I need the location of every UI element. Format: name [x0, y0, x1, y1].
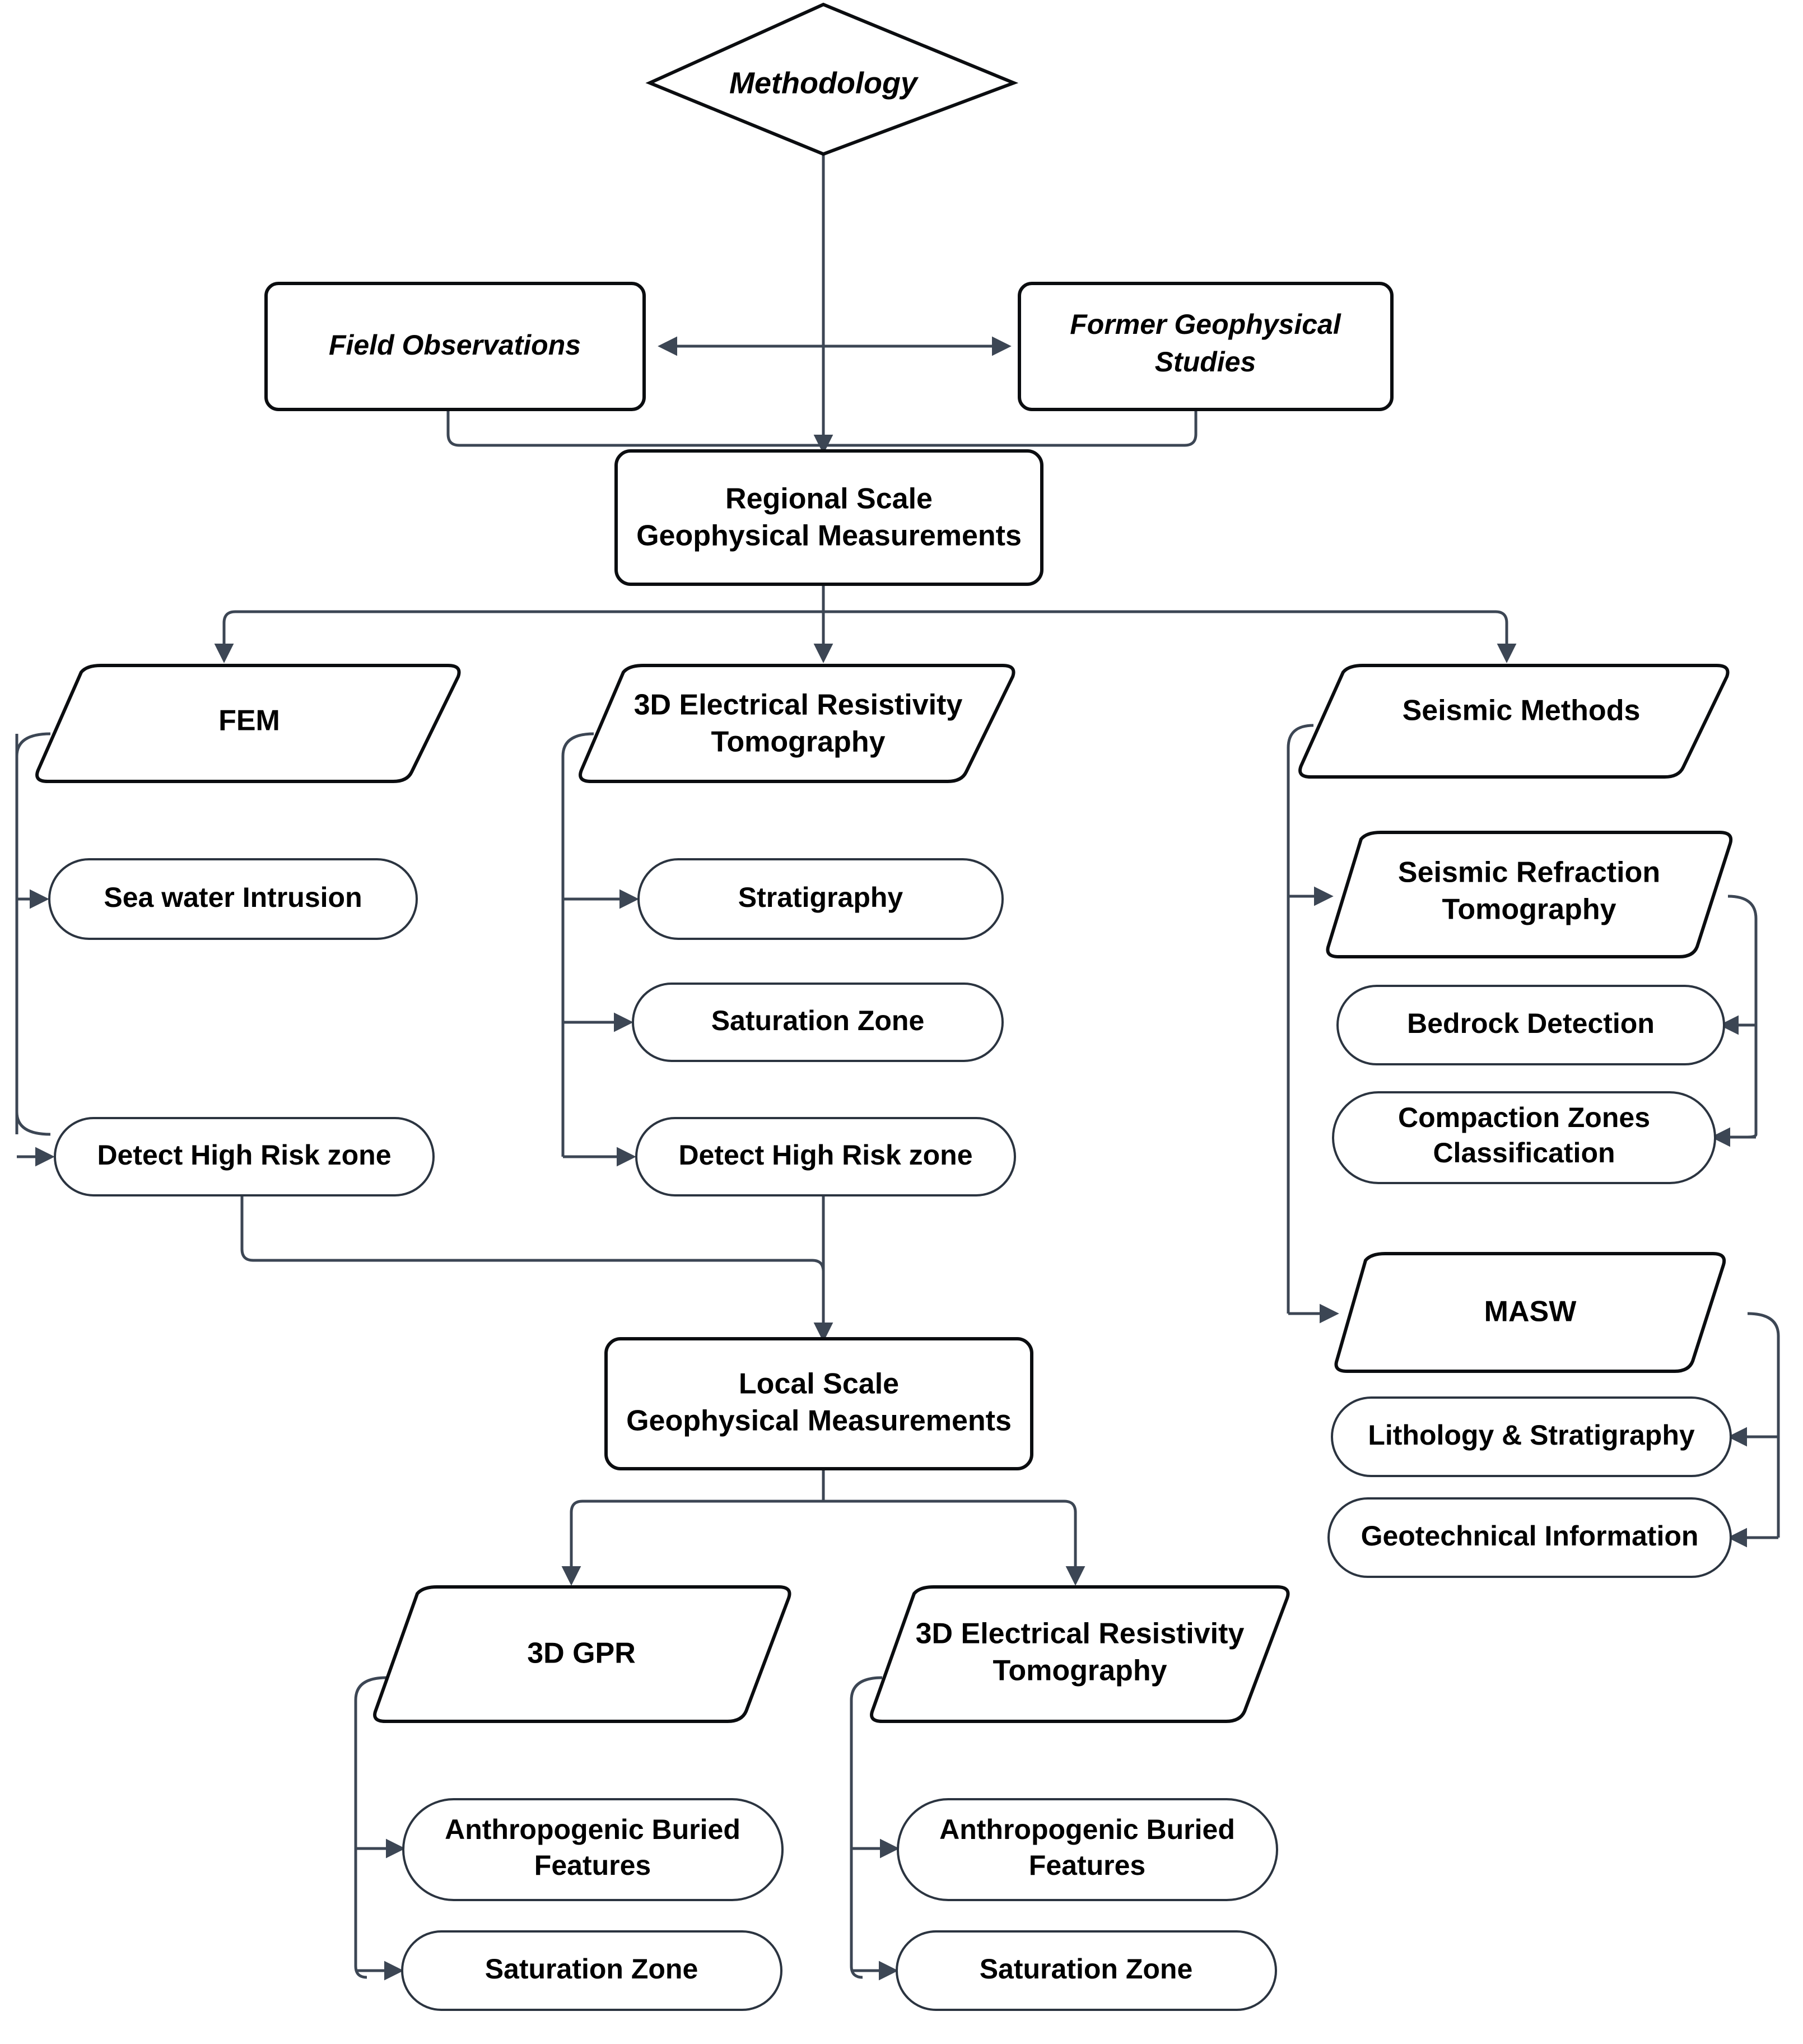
- node-fem[interactable]: FEM: [35, 664, 461, 783]
- regional-scale-box: [614, 449, 1043, 586]
- ert-local-anthropogenic-label-line2: Features: [1029, 1850, 1145, 1881]
- stratigraphy-label: Stratigraphy: [738, 882, 903, 913]
- bedrock-detection-pill: [1336, 985, 1725, 1065]
- methodology-label: Methodology: [729, 66, 919, 100]
- node-seismic-refraction-tomography[interactable]: Seismic Refraction Tomography: [1326, 831, 1733, 958]
- node-bedrock-detection[interactable]: Bedrock Detection: [1336, 985, 1725, 1065]
- node-sea-water-intrusion[interactable]: Sea water Intrusion: [48, 858, 418, 940]
- ert-local-label-line2: Tomography: [993, 1655, 1167, 1687]
- sea-water-intrusion-pill: [48, 858, 418, 940]
- gpr-label: 3D GPR: [527, 1637, 636, 1670]
- ert-detect-high-risk-label: Detect High Risk zone: [678, 1139, 972, 1171]
- regional-scale-label-line1: Regional Scale: [725, 483, 933, 515]
- node-fem-detect-high-risk[interactable]: Detect High Risk zone: [54, 1117, 435, 1196]
- seismic-methods-label: Seismic Methods: [1403, 695, 1641, 727]
- bedrock-detection-label: Bedrock Detection: [1407, 1008, 1655, 1039]
- edge-srt-rail: [1727, 895, 1758, 1139]
- gpr-anthropogenic-pill: [402, 1798, 784, 1901]
- former-geophysical-studies-box: [1018, 282, 1394, 411]
- ert-local-anthropogenic-pill: [897, 1798, 1278, 1901]
- edge-ert-rail: [561, 732, 594, 1157]
- node-stratigraphy[interactable]: Stratigraphy: [637, 858, 1004, 940]
- node-ert-local-saturation-zone[interactable]: Saturation Zone: [896, 1930, 1277, 2011]
- node-3d-gpr[interactable]: 3D GPR: [373, 1585, 791, 1723]
- gpr-anthropogenic-label-line2: Features: [534, 1850, 651, 1881]
- node-lithology-stratigraphy[interactable]: Lithology & Stratigraphy: [1331, 1396, 1732, 1477]
- fem-label: FEM: [218, 705, 280, 737]
- field-observations-label: Field Observations: [329, 329, 581, 361]
- node-geotechnical-information[interactable]: Geotechnical Information: [1327, 1497, 1732, 1578]
- node-field-observations[interactable]: Field Observations: [264, 282, 646, 411]
- edge-regional-splitter-bar: [222, 610, 1508, 623]
- geotechnical-information-pill: [1327, 1497, 1732, 1578]
- edge-gpr-rail: [354, 1676, 387, 1979]
- compaction-zones-label-line2: Classification: [1433, 1137, 1615, 1168]
- ert-regional-parallelogram: [579, 664, 1015, 783]
- masw-label: MASW: [1484, 1296, 1577, 1328]
- former-geophysical-studies-label-line2: Studies: [1155, 346, 1256, 378]
- srt-label-line1: Seismic Refraction: [1398, 856, 1660, 889]
- gpr-anthropogenic-label-line1: Anthropogenic Buried: [445, 1814, 740, 1845]
- stratigraphy-pill: [637, 858, 1004, 940]
- ert-saturation-zone-pill: [632, 983, 1004, 1062]
- edge-seismic-rail: [1287, 724, 1314, 1314]
- edge-fem-highrisk-to-local: [240, 1194, 825, 1333]
- compaction-zones-label-line1: Compaction Zones: [1398, 1102, 1650, 1133]
- ert-local-label-line1: 3D Electrical Resistivity: [916, 1618, 1245, 1650]
- former-geophysical-studies-label-line1: Former Geophysical: [1070, 309, 1341, 340]
- ert-detect-high-risk-pill: [635, 1117, 1016, 1196]
- compaction-zones-pill: [1332, 1091, 1716, 1184]
- edge-masw-rail: [1747, 1312, 1780, 1538]
- local-scale-box: [604, 1337, 1033, 1470]
- fem-detect-high-risk-label: Detect High Risk zone: [97, 1139, 391, 1171]
- node-ert-local-anthropogenic-buried-features[interactable]: Anthropogenic Buried Features: [897, 1798, 1278, 1901]
- methodology-diamond: [645, 2, 1019, 156]
- node-ert-detect-high-risk[interactable]: Detect High Risk zone: [635, 1117, 1016, 1196]
- node-former-geophysical-studies[interactable]: Former Geophysical Studies: [1018, 282, 1394, 411]
- node-masw[interactable]: MASW: [1334, 1252, 1726, 1373]
- regional-scale-label-line2: Geophysical Measurements: [636, 520, 1022, 552]
- node-ert-saturation-zone[interactable]: Saturation Zone: [632, 983, 1004, 1062]
- ert-local-anthropogenic-label-line1: Anthropogenic Buried: [939, 1814, 1235, 1845]
- edge-fem-rail: [15, 732, 51, 1136]
- ert-saturation-zone-label: Saturation Zone: [711, 1005, 925, 1036]
- lithology-stratigraphy-pill: [1331, 1396, 1732, 1477]
- edge-field-observations-to-regional: [446, 409, 823, 447]
- gpr-parallelogram: [373, 1585, 791, 1723]
- edge-ert-local-rail: [850, 1676, 883, 1979]
- ert-local-saturation-zone-label: Saturation Zone: [980, 1953, 1193, 1985]
- ert-regional-label-line2: Tomography: [711, 726, 885, 758]
- fem-detect-high-risk-pill: [54, 1117, 435, 1196]
- node-regional-scale-measurements[interactable]: Regional Scale Geophysical Measurements: [614, 449, 1043, 586]
- node-methodology[interactable]: Methodology: [645, 2, 1019, 156]
- local-scale-label-line1: Local Scale: [739, 1368, 899, 1400]
- node-gpr-saturation-zone[interactable]: Saturation Zone: [401, 1930, 782, 2011]
- fem-parallelogram: [35, 664, 461, 783]
- node-gpr-anthropogenic-buried-features[interactable]: Anthropogenic Buried Features: [402, 1798, 784, 1901]
- edge-local-splitter-bar: [570, 1500, 1077, 1513]
- srt-label-line2: Tomography: [1442, 893, 1616, 926]
- ert-regional-label-line1: 3D Electrical Resistivity: [634, 689, 963, 721]
- lithology-stratigraphy-label: Lithology & Stratigraphy: [1368, 1419, 1695, 1451]
- local-scale-label-line2: Geophysical Measurements: [626, 1405, 1012, 1437]
- seismic-methods-parallelogram: [1298, 664, 1730, 779]
- node-compaction-zones-classification[interactable]: Compaction Zones Classification: [1332, 1091, 1716, 1184]
- node-ert-regional[interactable]: 3D Electrical Resistivity Tomography: [579, 664, 1015, 783]
- node-ert-local[interactable]: 3D Electrical Resistivity Tomography: [870, 1585, 1290, 1723]
- gpr-saturation-zone-pill: [401, 1930, 782, 2011]
- ert-local-parallelogram: [870, 1585, 1290, 1723]
- masw-parallelogram: [1334, 1252, 1726, 1373]
- geotechnical-information-label: Geotechnical Information: [1361, 1520, 1699, 1552]
- srt-parallelogram: [1326, 831, 1733, 958]
- ert-local-saturation-zone-pill: [896, 1930, 1277, 2011]
- field-observations-box: [264, 282, 646, 411]
- gpr-saturation-zone-label: Saturation Zone: [485, 1953, 698, 1985]
- node-seismic-methods[interactable]: Seismic Methods: [1298, 664, 1730, 779]
- sea-water-intrusion-label: Sea water Intrusion: [104, 882, 362, 913]
- edge-former-studies-to-regional: [823, 409, 1198, 447]
- node-local-scale-measurements[interactable]: Local Scale Geophysical Measurements: [604, 1337, 1033, 1470]
- edge-layer: [15, 154, 1780, 1981]
